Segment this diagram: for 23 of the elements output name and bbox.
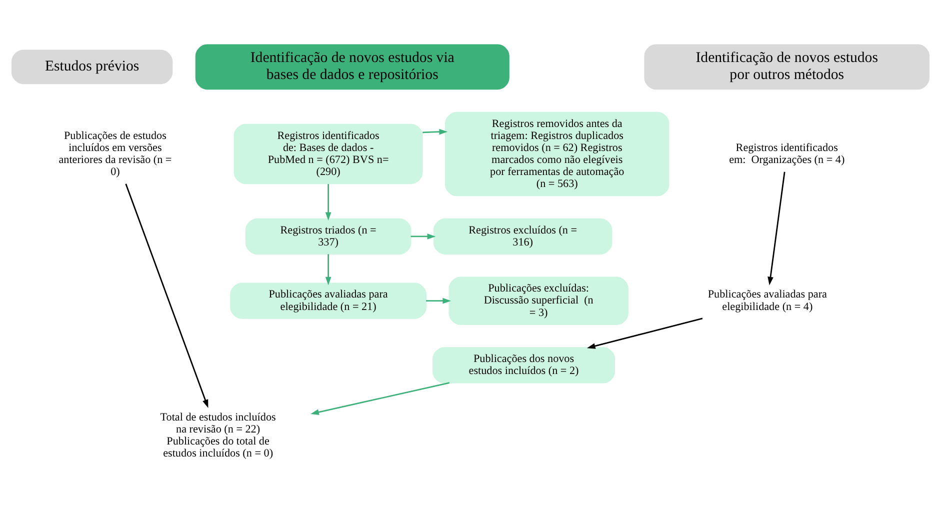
node-text: Registros identificados em: Organizações (n = 4) xyxy=(729,141,845,166)
node-text: Publicações avaliadas para elegibilidade (n = 4) xyxy=(708,288,827,312)
arrow xyxy=(125,183,208,408)
node-box: Registros identificados de: Bases de dados - PubMed n = (672) BVS n= (290) xyxy=(234,123,423,184)
arrow xyxy=(422,128,448,134)
node-box: Publicações avaliadas para elegibilidade (n = 21) xyxy=(230,282,426,318)
node-box: Identificação de novos estudos via bases de dados e repositórios xyxy=(195,44,510,90)
arrow xyxy=(586,317,703,348)
arrow xyxy=(325,184,332,220)
node-box: Registros removidos antes da triagem: Registros duplicados removidos (n = 62) Registros marcados como não elegíveis por ferramentas de automação (n = 563) xyxy=(445,111,670,196)
arrow xyxy=(310,382,450,415)
node-box: Publicações dos novos estudos incluídos (n = 2) xyxy=(432,346,616,383)
arrow xyxy=(426,297,452,304)
node-box: Registros excluídos (n = 316) xyxy=(433,218,612,254)
arrow xyxy=(410,233,436,239)
node-box: Estudos prévios xyxy=(11,49,173,84)
node-text: Publicações de estudos incluídos em versões anteriores da revisão (n = 0) xyxy=(58,129,172,178)
node-box: Identificação de novos estudos por outros métodos xyxy=(644,44,930,90)
arrow xyxy=(325,254,332,285)
arrow xyxy=(768,171,786,285)
node-text: Total de estudos incluídos na revisão (n = 22) Publicações do total de estudos incluídos (n = 0) xyxy=(160,410,276,460)
node-box: Registros triados (n = 337) xyxy=(245,218,412,254)
node-box: Publicações excluídas: Discussão superficial (n = 3) xyxy=(448,276,628,324)
